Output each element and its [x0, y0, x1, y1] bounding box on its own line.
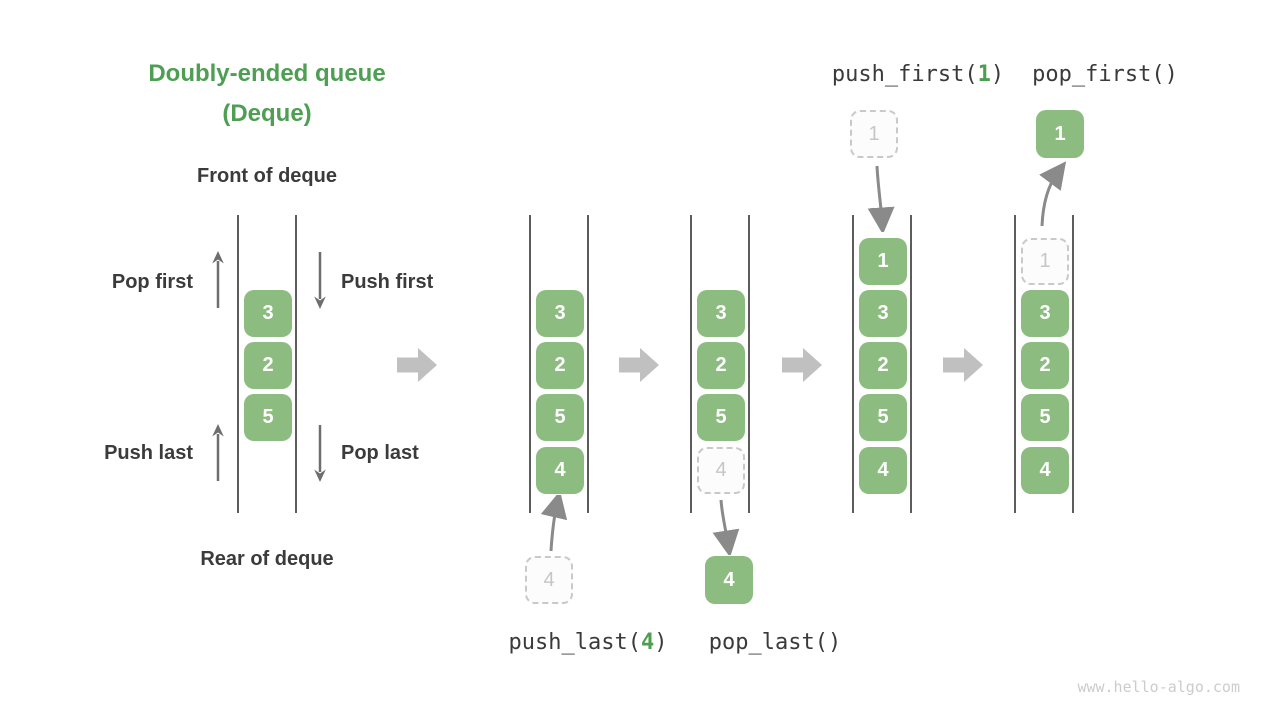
deque-box: 3: [1021, 290, 1069, 337]
page-title-line2: (Deque): [222, 100, 312, 127]
deque-box: 2: [697, 342, 745, 389]
push-last-code-prefix: push_last(: [508, 630, 641, 655]
deque-state-2: 3 2 5 4: [529, 215, 589, 513]
deque-box: 5: [697, 394, 745, 441]
deque-box: 3: [697, 290, 745, 337]
deque-box: 3: [536, 290, 584, 337]
push-last-incoming-box: 4: [525, 556, 573, 604]
push-first-code-label: push_first(1): [818, 62, 1018, 87]
pop-last-popped-box: 4: [705, 556, 753, 604]
deque-state-3: 3 2 5 4: [690, 215, 750, 513]
rear-of-deque-label: Rear of deque: [200, 548, 334, 570]
push-first-connector-arrow: [867, 165, 895, 232]
transition-arrow-icon: [943, 348, 983, 382]
pop-last-down-arrow-icon: [314, 425, 326, 482]
deque-box: 1: [859, 238, 907, 285]
page-title-line1: Doubly-ended queue: [148, 60, 386, 87]
pop-first-label: Pop first: [111, 271, 193, 293]
deque-state-4: 1 3 2 5 4: [852, 215, 912, 513]
deque-box: 2: [244, 342, 292, 389]
deque-box: 5: [536, 394, 584, 441]
push-last-up-arrow-icon: [212, 424, 224, 481]
push-first-code-arg: 1: [977, 62, 991, 87]
push-last-code-suffix: ): [654, 630, 668, 655]
pop-first-code-label: pop_first(): [1005, 62, 1205, 87]
push-first-code-suffix: ): [990, 62, 1005, 87]
push-last-code-label: push_last(4): [488, 630, 688, 655]
deque-box: 4: [1021, 447, 1069, 494]
deque-ghost-box: 1: [1021, 238, 1069, 285]
deque-box: 2: [1021, 342, 1069, 389]
deque-box: 4: [859, 447, 907, 494]
deque-state-5: 1 3 2 5 4: [1014, 215, 1074, 513]
push-first-label: Push first: [341, 271, 434, 293]
pop-first-up-arrow-icon: [212, 251, 224, 308]
deque-box: 5: [244, 394, 292, 441]
deque-ghost-box: 4: [697, 447, 745, 494]
deque-box: 3: [244, 290, 292, 337]
pop-last-code-label: pop_last(): [675, 630, 875, 655]
pop-last-code-text: pop_last(): [708, 630, 842, 655]
deque-box: 2: [859, 342, 907, 389]
transition-arrow-icon: [397, 348, 437, 382]
deque-box: 5: [859, 394, 907, 441]
push-first-incoming-box: 1: [850, 110, 898, 158]
pop-first-connector-arrow: [1039, 161, 1067, 227]
push-last-connector-arrow: [540, 495, 568, 552]
front-of-deque-label: Front of deque: [197, 165, 337, 187]
push-last-code-arg: 4: [640, 630, 655, 655]
deque-box: 3: [859, 290, 907, 337]
pop-last-connector-arrow: [712, 499, 740, 555]
push-first-code-prefix: push_first(: [831, 62, 978, 87]
watermark: www.hello-algo.com: [1077, 678, 1240, 696]
deque-box: 2: [536, 342, 584, 389]
push-first-down-arrow-icon: [314, 252, 326, 309]
push-last-label: Push last: [104, 442, 193, 464]
pop-last-label: Pop last: [341, 442, 419, 464]
pop-first-code-text: pop_first(): [1032, 62, 1178, 87]
transition-arrow-icon: [619, 348, 659, 382]
pop-first-popped-box: 1: [1036, 110, 1084, 158]
page-title: Doubly-ended queue (Deque): [117, 54, 417, 134]
deque-state-1: 3 2 5: [237, 215, 297, 513]
deque-box: 4: [536, 447, 584, 494]
transition-arrow-icon: [782, 348, 822, 382]
deque-box: 5: [1021, 394, 1069, 441]
